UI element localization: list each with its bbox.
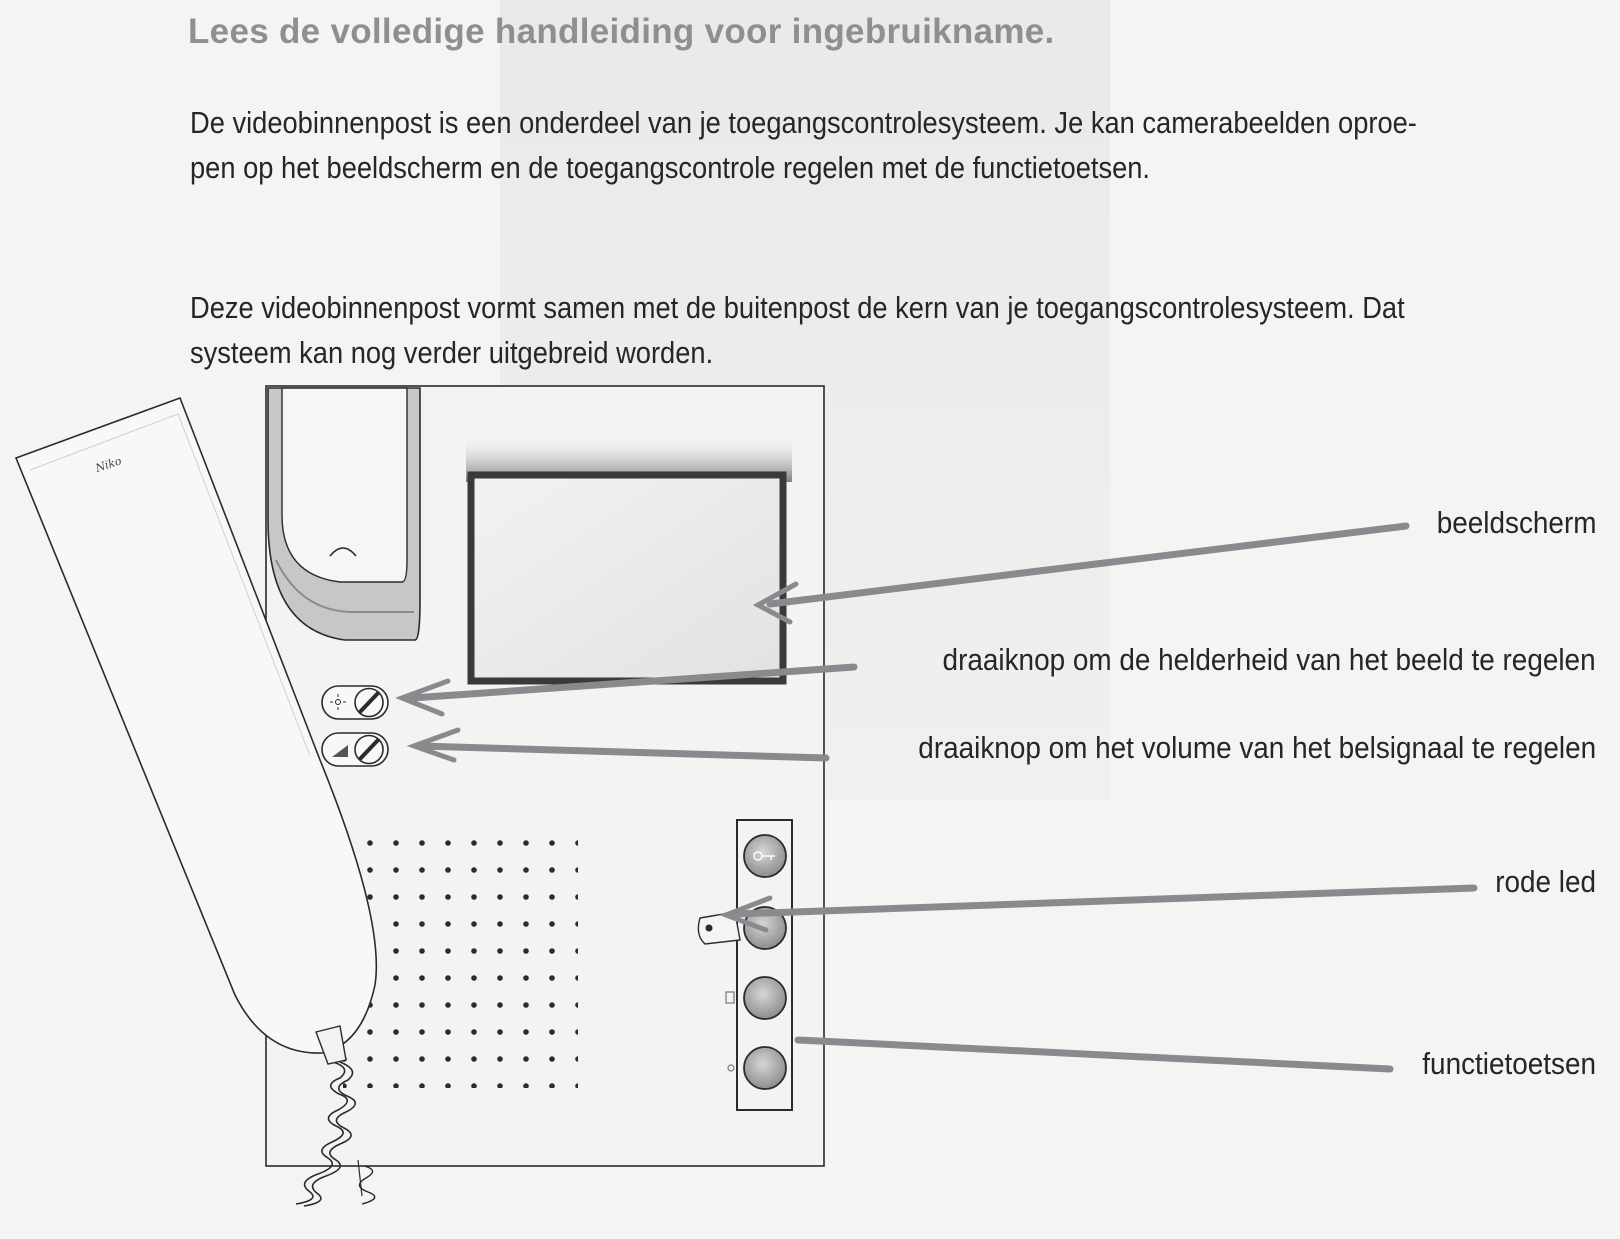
light-icon <box>725 991 735 1004</box>
description-paragraph: Deze videobinnenpost vormt samen met de … <box>190 285 1590 375</box>
callout-screen: beeldscherm <box>1436 505 1596 540</box>
page-heading: Lees de volledige handleiding voor ingeb… <box>188 12 1055 51</box>
arrow-brightness-knob <box>408 663 858 702</box>
description-line-2: systeem kan nog verder uitgebreid worden… <box>190 335 714 370</box>
sun-icon <box>330 694 346 710</box>
coiled-cord <box>295 1061 376 1207</box>
arrow-volume-knob <box>416 742 830 762</box>
volume-knob <box>321 732 389 767</box>
callout-arrows <box>395 522 1478 1073</box>
callout-volume-knob: draaiknop om het volume van het belsigna… <box>918 730 1596 765</box>
function-key-4 <box>743 1046 787 1090</box>
red-led <box>705 924 713 932</box>
callout-red-led: rode led <box>1495 864 1596 899</box>
connector-function-keys <box>794 1036 1394 1073</box>
key-icon <box>753 851 775 861</box>
volume-ramp-icon <box>332 745 348 757</box>
aux-icon <box>727 1064 735 1072</box>
display-screen <box>467 471 787 685</box>
function-keys-panel <box>723 819 793 1111</box>
function-key-1 <box>743 834 787 878</box>
arrow-screen <box>766 522 1410 608</box>
function-key-3 <box>743 976 787 1020</box>
callout-function-keys: functietoetsen <box>1422 1046 1596 1081</box>
handset: Niko <box>14 396 378 1065</box>
speaker-grille <box>343 828 578 1088</box>
intro-paragraph: De videobinnenpost is een onderdeel van … <box>190 100 1590 190</box>
handset-cradle <box>267 387 421 641</box>
intro-line-1: De videobinnenpost is een onderdeel van … <box>190 105 1417 140</box>
intro-line-2: pen op het beeldscherm en de toegangscon… <box>190 150 1151 185</box>
red-led-tab <box>697 911 741 945</box>
description-line-1: Deze videobinnenpost vormt samen met de … <box>190 290 1405 325</box>
arrow-red-led <box>732 884 1478 918</box>
brightness-knob <box>321 685 389 720</box>
callout-brightness-knob: draaiknop om de helderheid van het beeld… <box>942 642 1596 677</box>
